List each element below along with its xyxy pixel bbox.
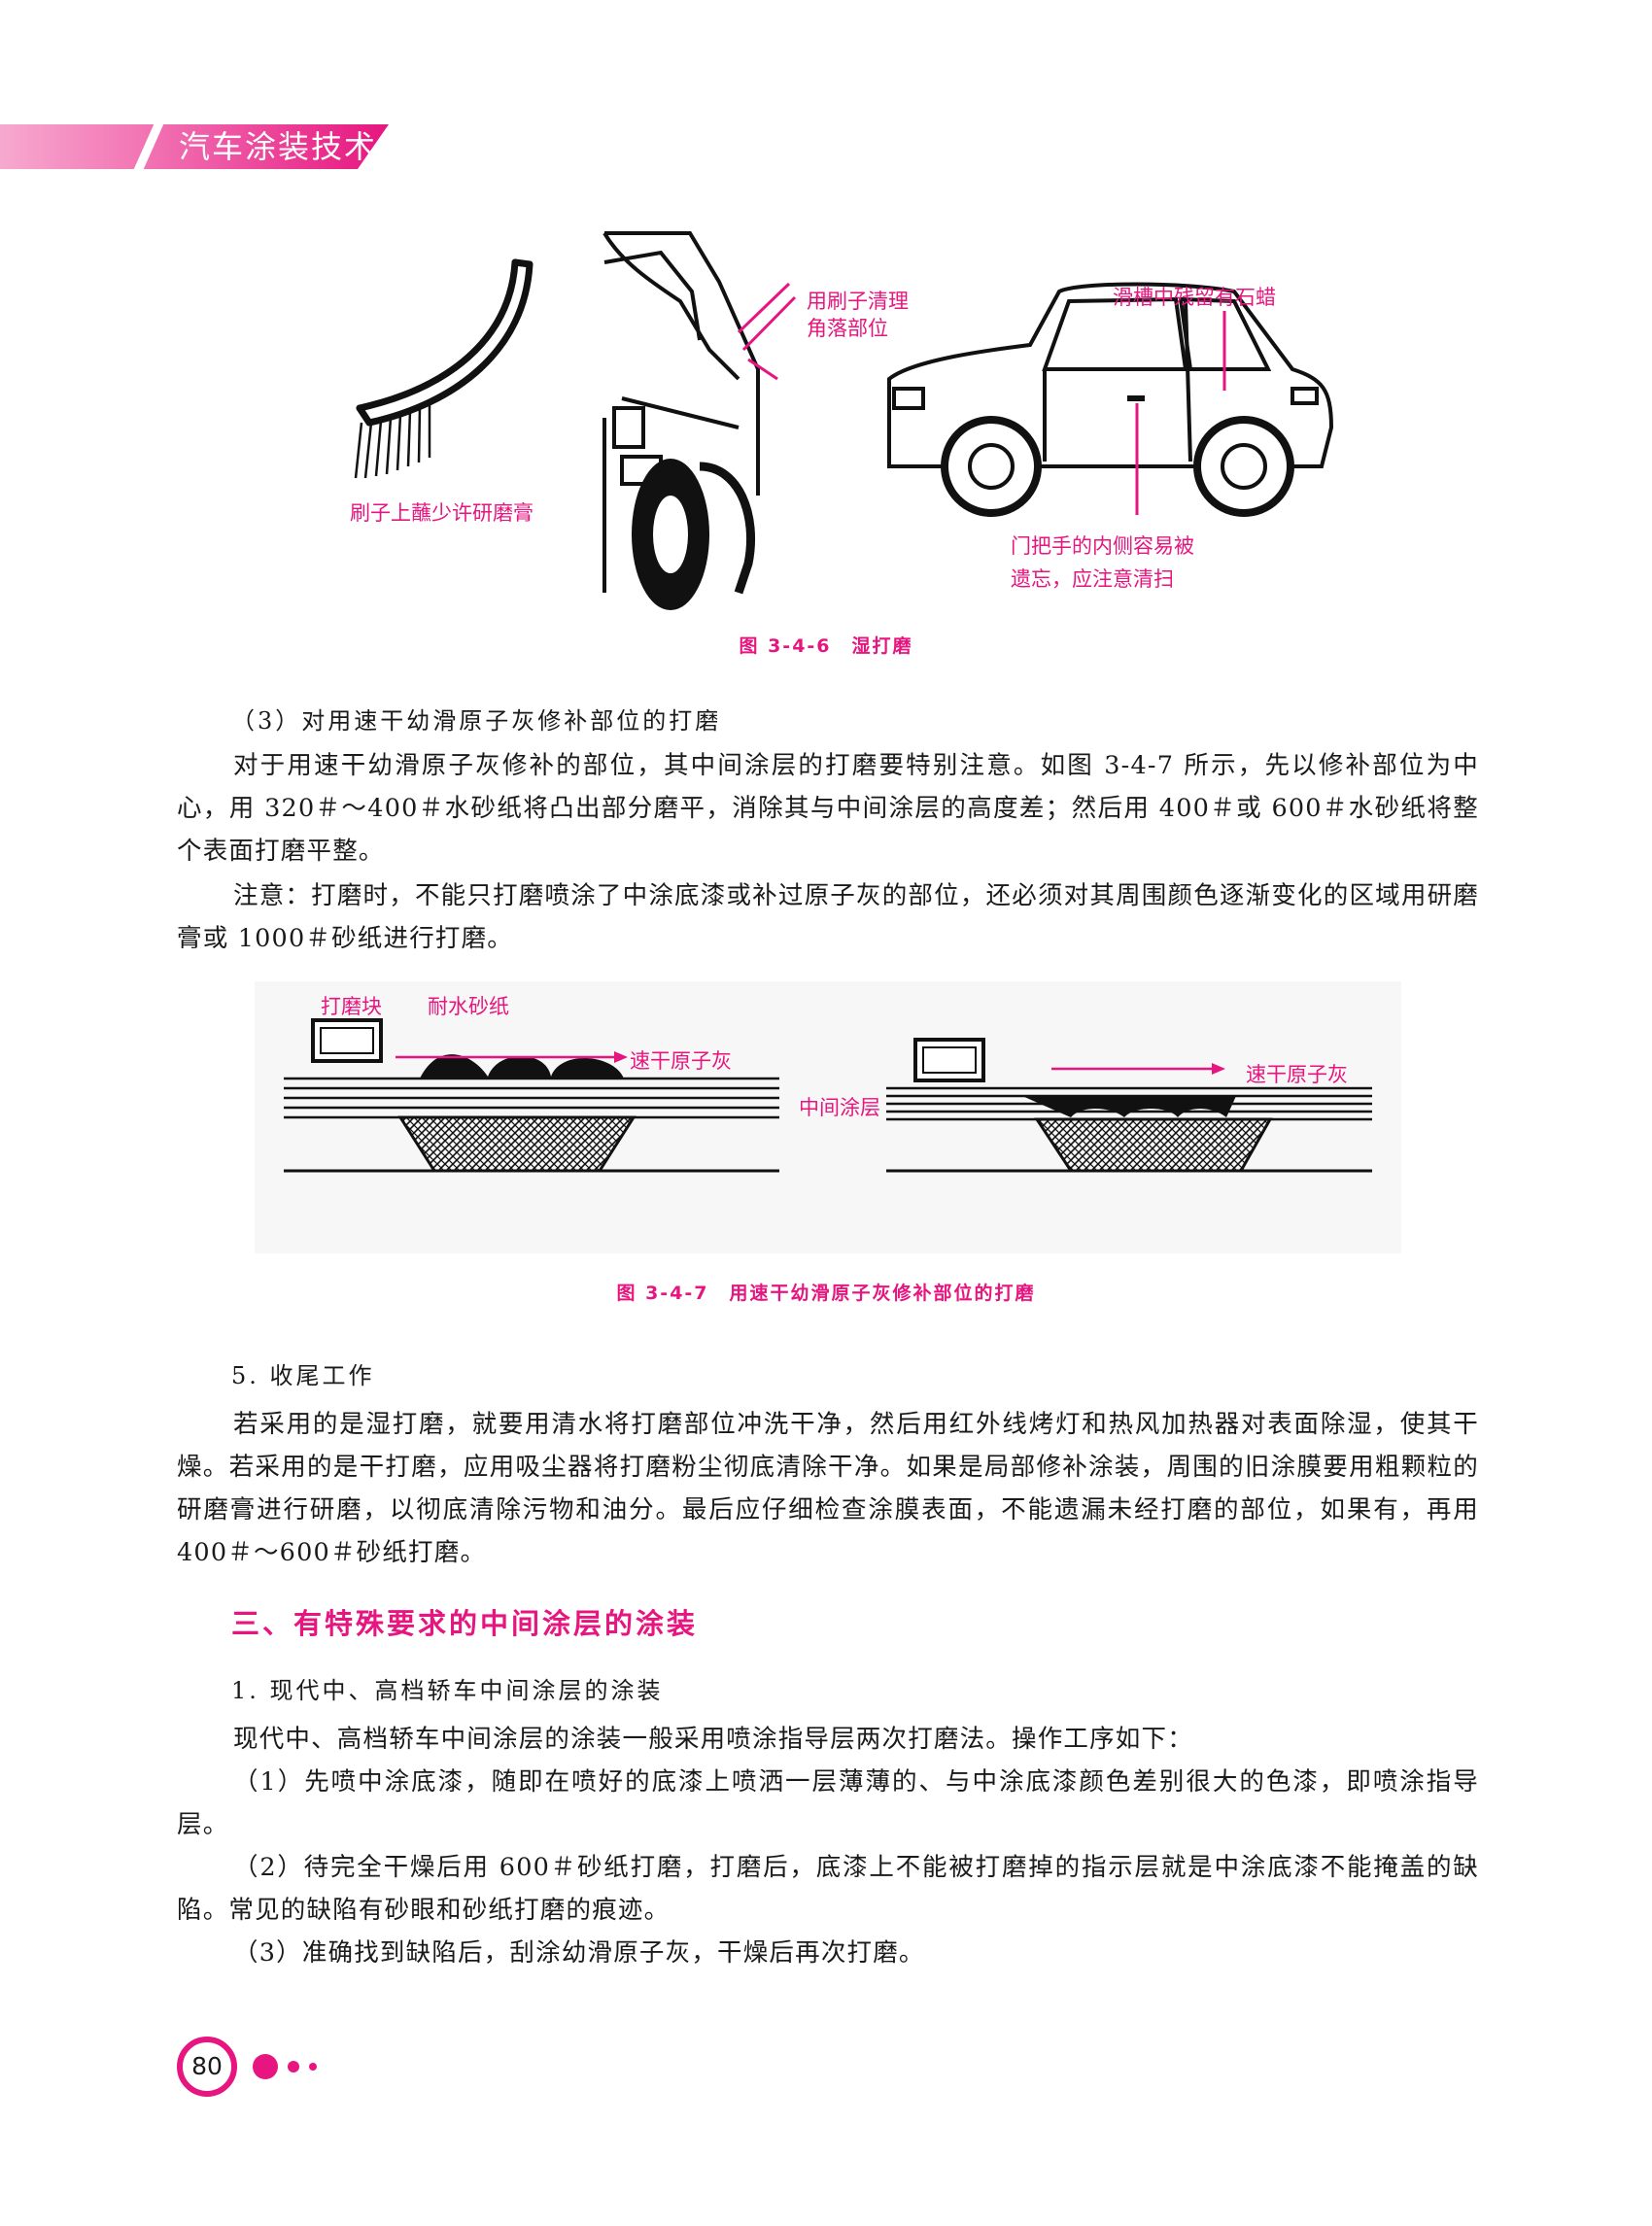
corner-cleaning-label-line2: 角落部位 xyxy=(807,317,888,340)
section-title: 三、有特殊要求的中间涂层的涂装 xyxy=(231,1607,699,1640)
section3-step2: （2）待完全干燥后用 600＃砂纸打磨，打磨后，底漆上不能被打磨掉的指示层就是中… xyxy=(177,1853,1479,1925)
figure-putty-sanding xyxy=(255,981,1401,1253)
paragraph-note: 注意：打磨时，不能只打磨喷涂了中涂底漆或补过原子灰的部位，还必须对其周围颜色逐渐… xyxy=(177,881,1479,953)
header-band xyxy=(0,124,389,169)
car-side-illustration xyxy=(887,282,1334,468)
putty-label-left: 速干原子灰 xyxy=(630,1049,732,1073)
figure-wet-sanding-drawing xyxy=(354,231,1334,610)
section3-step1: （1）先喷中涂底漆，随即在喷好的底漆上喷洒一层薄薄的、与中涂底漆颜色差别很大的色… xyxy=(177,1767,1479,1839)
finishing-paragraph: 若采用的是湿打磨，就要用清水将打磨部位冲洗干净，然后用红外线烤灯和热风加热器对表… xyxy=(177,1410,1479,1567)
brush-label: 刷子上蘸少许研磨膏 xyxy=(350,501,533,525)
footer-dot-small xyxy=(309,2063,317,2071)
corner-cleaning-label-line1: 用刷子清理 xyxy=(807,290,909,313)
putty-label-right: 速干原子灰 xyxy=(1246,1063,1348,1086)
footer-dot-large xyxy=(253,2054,278,2079)
finishing-heading: 5. 收尾工作 xyxy=(231,1362,375,1389)
middle-coat-label: 中间涂层 xyxy=(799,1096,880,1119)
section3-step3: （3）准确找到缺陷后，刮涂幼滑原子灰，干燥后再次打磨。 xyxy=(233,1938,925,1968)
subsection-heading-3: （3）对用速干幼滑原子灰修补部位的打磨 xyxy=(231,707,722,735)
car-back-wheel xyxy=(1193,416,1294,517)
slot-wax-label: 滑槽中残留有石蜡 xyxy=(1113,286,1276,309)
footer-dot-medium xyxy=(288,2061,299,2072)
section3-subheading: 1. 现代中、高档轿车中间涂层的涂装 xyxy=(231,1677,664,1704)
right-panel-diagram xyxy=(886,1038,1372,1173)
page-number: 80 xyxy=(177,2037,237,2097)
figure-wet-sanding xyxy=(330,223,1341,612)
door-handle-label-line2: 遗忘，应注意清扫 xyxy=(1011,567,1174,591)
figure-caption-3-4-6: 图 3-4-6 湿打磨 xyxy=(739,635,913,657)
paragraph-putty-sanding: 对于用速干幼滑原子灰修补的部位，其中间涂层的打磨要特别注意。如图 3-4-7 所… xyxy=(177,751,1479,866)
sanding-block-label: 打磨块 xyxy=(321,995,382,1018)
left-panel-diagram xyxy=(284,1018,779,1173)
figure-putty-sanding-drawing xyxy=(255,981,1401,1253)
figure-caption-3-4-7: 图 3-4-7 用速干幼滑原子灰修补部位的打磨 xyxy=(616,1283,1036,1304)
brush-illustration xyxy=(356,258,533,427)
door-handle-label-line1: 门把手的内侧容易被 xyxy=(1011,534,1194,558)
section3-intro: 现代中、高档轿车中间涂层的涂装一般采用喷涂指导层两次打磨法。操作工序如下： xyxy=(233,1725,1193,1754)
car-front-wheel xyxy=(941,416,1042,517)
running-header-title: 汽车涂装技术 xyxy=(179,128,378,165)
waterproof-paper-label: 耐水砂纸 xyxy=(428,995,509,1018)
